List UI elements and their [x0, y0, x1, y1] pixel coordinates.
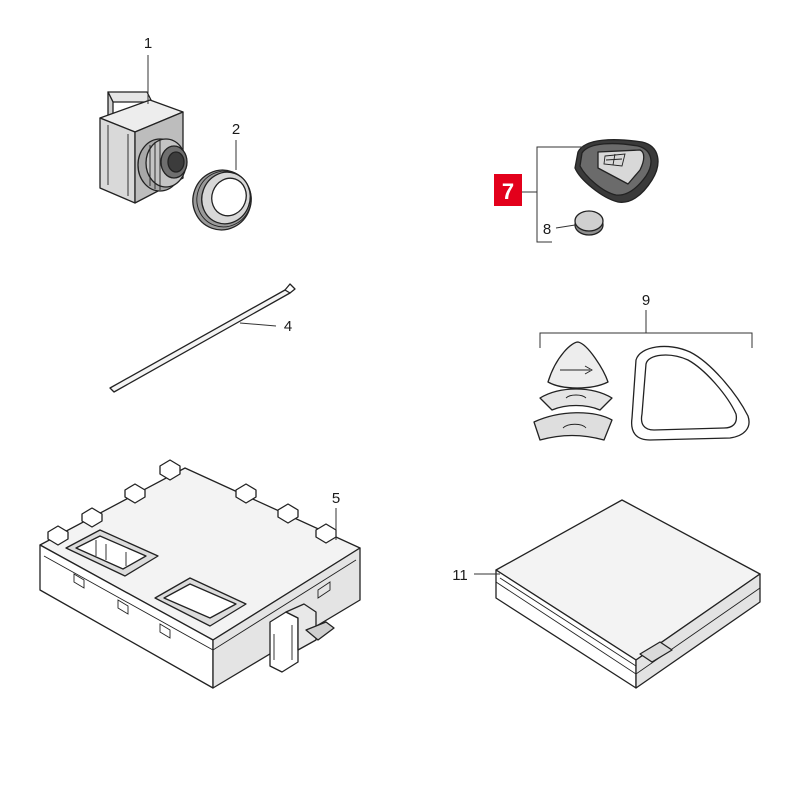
part-1-sensor-housing[interactable]: [99, 91, 188, 204]
leader-lines: [147, 55, 753, 575]
callout-7-highlight-box: [494, 174, 522, 206]
part-8-coin-battery[interactable]: [574, 210, 604, 236]
part-5-control-unit[interactable]: [39, 459, 361, 689]
part-7-key-fob[interactable]: [574, 139, 659, 203]
part-9-button-set[interactable]: [533, 341, 750, 441]
part-4-rod[interactable]: [109, 283, 296, 393]
callout-9: 9: [642, 292, 650, 309]
callout-8: 8: [543, 221, 551, 238]
part-2-seal-ring[interactable]: [184, 162, 259, 238]
callout-labels: 1 2 4 5 7 8 9 11: [144, 35, 650, 584]
callout-4: 4: [284, 318, 292, 335]
part-11-box[interactable]: [495, 499, 761, 689]
callout-7: 7: [502, 179, 514, 204]
callout-11: 11: [452, 567, 468, 584]
callout-5: 5: [332, 490, 340, 507]
callout-1: 1: [144, 35, 152, 52]
callout-2: 2: [232, 121, 240, 138]
